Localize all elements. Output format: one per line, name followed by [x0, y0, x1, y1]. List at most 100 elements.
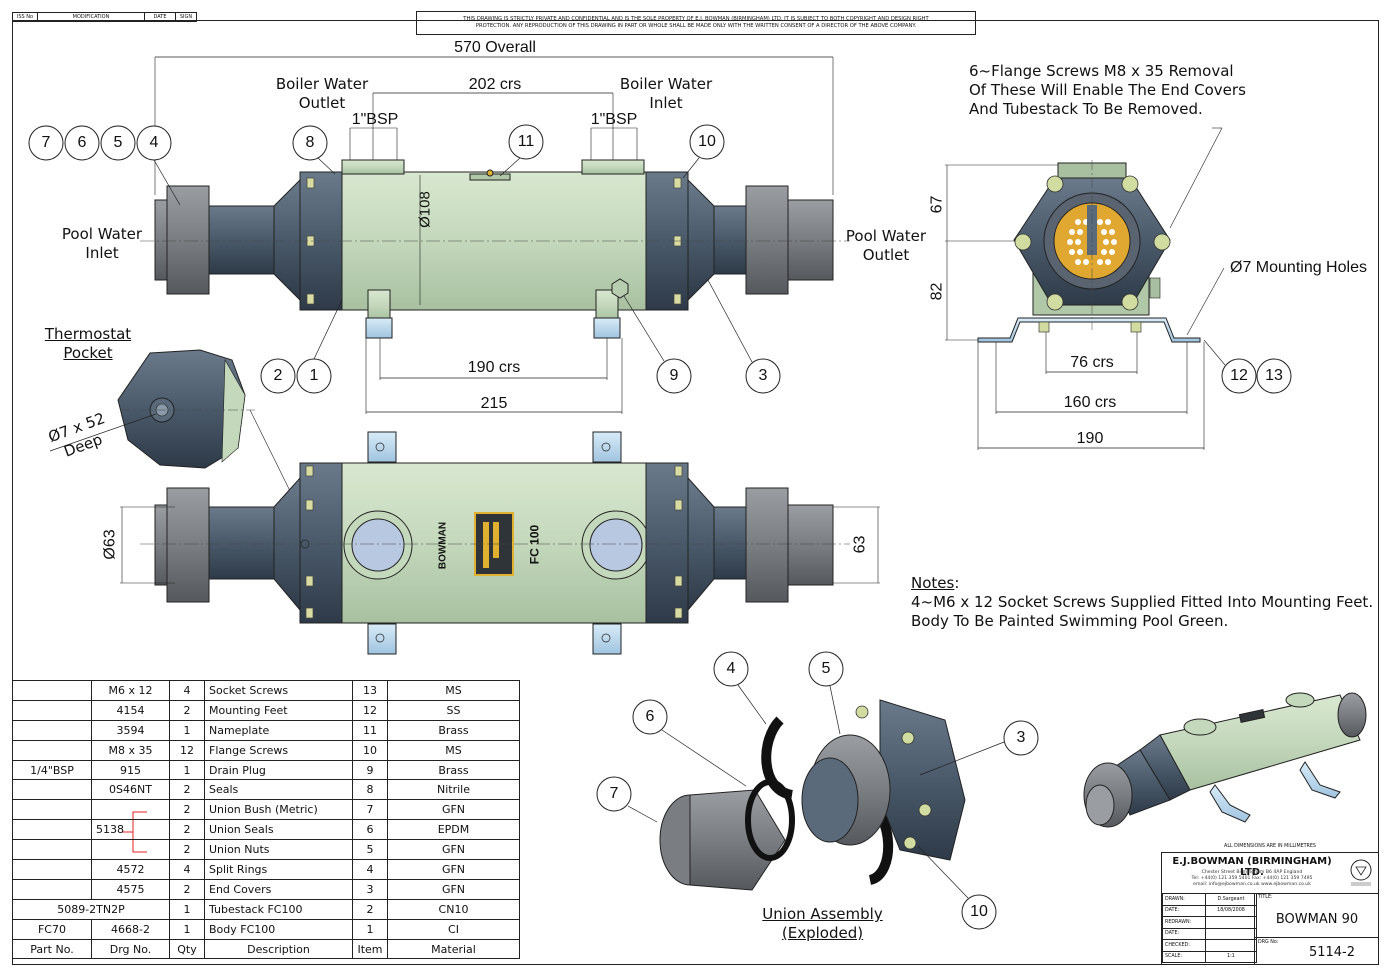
ua-balloon-3 — [1003, 720, 1039, 756]
bom-cell-desc: Seals — [204, 779, 353, 801]
title-grid: DRAWN:D.Sargeant DATE:18/08/2008 REDRAWN… — [1162, 893, 1257, 963]
ua-balloon-5 — [808, 651, 844, 687]
mounting-foot-end — [977, 317, 1201, 343]
ua-balloon-10 — [961, 894, 997, 930]
bom-cell-drg: 4572 — [91, 859, 170, 880]
bom-cell-item: 5 — [352, 839, 388, 861]
union-title-line-2: (Exploded) — [781, 924, 864, 942]
balloon-5-text: 5 — [113, 134, 123, 151]
label-boiler-outlet: Boiler Water Outlet — [262, 75, 382, 113]
union-title-line-1: Union Assembly — [762, 905, 883, 923]
drg-label: DRG No: — [1258, 940, 1279, 945]
bom-cell-item: 3 — [352, 878, 388, 900]
date2-value — [1205, 927, 1257, 940]
dim-d108: Ø108 — [416, 191, 434, 228]
top-foot-tr — [592, 431, 622, 463]
label-pool-inlet: Pool Water Inlet — [52, 225, 152, 263]
checked-value — [1205, 939, 1257, 952]
bom-cell-part — [12, 819, 92, 841]
rev-header-sign: SIGN — [175, 12, 197, 22]
bom-cell-part — [12, 839, 92, 861]
union-assembly-title: Union Assembly (Exploded) — [745, 905, 900, 943]
company-name: E.J.BOWMAN (BIRMINGHAM) LTD. — [1172, 856, 1332, 878]
balloon-8 — [292, 125, 328, 161]
revision-table: ISS No MODIFICATION DATE SIGN — [12, 12, 197, 22]
balloon-13 — [1256, 358, 1292, 394]
boiler-outlet-line-1: Boiler Water — [275, 75, 369, 93]
bom-cell-part: 5089-2TN2P — [12, 898, 170, 920]
ua-balloon-7-text: 7 — [609, 785, 619, 802]
bom-header-drg: Drg No. — [91, 938, 170, 960]
title-label: TITLE: — [1258, 895, 1273, 900]
bom-cell-mat: GFN — [387, 859, 520, 880]
dim-215: 215 — [480, 395, 508, 412]
port-tubes-right — [589, 518, 643, 572]
bom-cell-qty: 2 — [169, 779, 205, 801]
mounting-holes-label: Ø7 Mounting Holes — [1230, 259, 1367, 276]
dim-bsp-right: 1"BSP — [590, 111, 638, 128]
notes-heading: Notes: — [911, 574, 1373, 593]
balloon-9-text: 9 — [669, 367, 679, 384]
balloon-9 — [656, 358, 692, 394]
balloon-13-text: 13 — [1265, 367, 1283, 384]
company-block: E.J.BOWMAN (BIRMINGHAM) LTD. Chester Str… — [1162, 853, 1378, 894]
bom-cell-mat: Brass — [387, 759, 520, 781]
ua-balloon-10-text: 10 — [970, 903, 988, 920]
bom-cell-qty: 2 — [169, 878, 205, 900]
top-end-cover-right — [645, 462, 689, 624]
bom-cell-item: 7 — [352, 799, 388, 821]
bom-cell-desc: Union Nuts — [204, 839, 353, 861]
redrawn-label: REDRAWN: — [1162, 916, 1206, 929]
port-tubes-left — [351, 518, 405, 572]
dim-76crs: 76 crs — [1070, 354, 1114, 371]
top-foot-br — [592, 623, 622, 655]
bom-cell-part — [12, 779, 92, 801]
top-union-bush-right — [787, 504, 834, 586]
bom-cell-desc: Socket Screws — [204, 680, 353, 701]
bom-cell-mat: GFN — [387, 839, 520, 861]
bom-cell-desc: Flange Screws — [204, 739, 353, 761]
balloon-4-text: 4 — [149, 134, 159, 151]
balloon-3 — [745, 358, 781, 394]
bom-cell-mat: Nitrile — [387, 779, 520, 801]
balloon-5 — [100, 125, 136, 161]
bom-cell-desc: Drain Plug — [204, 759, 353, 781]
title-cell: TITLE: BOWMAN 90 — [1254, 893, 1379, 938]
ua-balloon-6-text: 6 — [645, 708, 655, 725]
bom-cell-drg — [91, 839, 170, 861]
union-bush-right — [787, 199, 834, 281]
ua-balloon-7 — [596, 776, 632, 812]
phone-line: Tel: +44(0) 121 359 5401 Fax: +44(0) 121… — [1191, 876, 1313, 881]
bom-cell-drg: 915 — [91, 759, 170, 781]
bom-cell-part: FC70 — [12, 918, 92, 940]
bom-cell-item: 8 — [352, 779, 388, 801]
bom-cell-mat: EPDM — [387, 819, 520, 841]
bom-cell-mat: Brass — [387, 719, 520, 741]
ua-balloon-4-text: 4 — [726, 660, 736, 677]
union-nut-left — [166, 185, 210, 295]
balloon-2-text: 2 — [273, 367, 283, 384]
pool-inlet-line-2: Inlet — [85, 244, 119, 262]
bom-cell-qty: 1 — [169, 759, 205, 781]
bom-cell-item: 13 — [352, 680, 388, 701]
iso-union-right — [1337, 692, 1367, 738]
iso-body — [1159, 694, 1361, 791]
bom-cell-mat: SS — [387, 699, 520, 721]
notes-line-1: 4~M6 x 12 Socket Screws Supplied Fitted … — [911, 593, 1374, 611]
balloon-2 — [260, 358, 296, 394]
union-pipe-left — [208, 205, 275, 275]
bom-cell-part — [12, 859, 92, 880]
bom-cell-mat: GFN — [387, 878, 520, 900]
thermostat-title: Thermostat Pocket — [38, 325, 138, 363]
union-assembly-exploded — [596, 651, 1039, 930]
top-foot-bl — [367, 623, 397, 655]
dimensions-note: ALL DIMENSIONS ARE IN MILLIMETRES — [1224, 844, 1316, 849]
